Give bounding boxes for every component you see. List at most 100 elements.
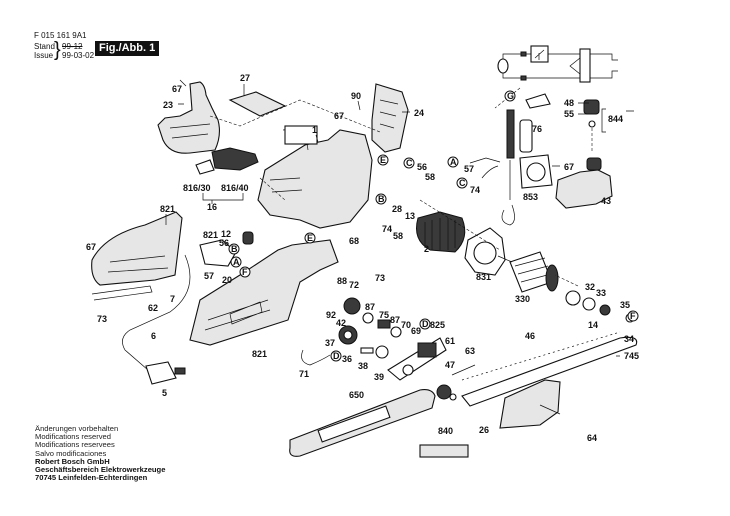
notice-es: Salvo modificaciones bbox=[35, 448, 107, 458]
label-13: 13 bbox=[405, 211, 415, 221]
part-field-coil bbox=[416, 211, 466, 253]
label-69: 69 bbox=[411, 326, 421, 336]
document-number: F 015 161 9A1 bbox=[34, 31, 87, 40]
assembly-lines bbox=[209, 87, 579, 287]
label-58: 58 bbox=[425, 172, 435, 182]
part-front-handle bbox=[371, 83, 409, 153]
label-56: 56 bbox=[417, 162, 427, 172]
label-36: 36 bbox=[342, 354, 352, 364]
label-23: 23 bbox=[163, 100, 173, 110]
part-armature bbox=[497, 251, 559, 293]
label-37: 37 bbox=[325, 338, 335, 348]
part-washer-87b bbox=[390, 326, 402, 338]
label-57: 57 bbox=[464, 164, 474, 174]
part-spring-75 bbox=[377, 319, 391, 329]
label-816-30: 816/30 bbox=[183, 183, 211, 193]
label-35: 35 bbox=[620, 300, 630, 310]
part-pin-38 bbox=[360, 347, 374, 354]
label-24: 24 bbox=[414, 108, 424, 118]
label-71: 71 bbox=[299, 369, 309, 379]
label-745: 745 bbox=[624, 351, 639, 361]
label-46: 46 bbox=[525, 331, 535, 341]
label-87: 87 bbox=[365, 302, 375, 312]
part-nut-35 bbox=[599, 304, 611, 316]
label-58: 58 bbox=[393, 231, 403, 241]
part-side-cover-left bbox=[91, 211, 183, 301]
label-6: 6 bbox=[151, 331, 156, 341]
svg-text:B: B bbox=[231, 244, 238, 254]
label-831: 831 bbox=[476, 272, 491, 282]
label-63: 63 bbox=[465, 346, 475, 356]
label-844: 844 bbox=[608, 114, 623, 124]
label-821: 821 bbox=[252, 349, 267, 359]
label-43: 43 bbox=[601, 196, 611, 206]
label-27: 27 bbox=[240, 73, 250, 83]
ref-marker-A2: A bbox=[230, 256, 242, 268]
part-clutch-detail bbox=[419, 444, 469, 458]
part-motor-housing bbox=[257, 125, 373, 229]
label-32: 32 bbox=[585, 282, 595, 292]
leader-lines bbox=[165, 84, 634, 357]
ref-marker-B2: B bbox=[228, 243, 240, 255]
ref-marker-C2: C bbox=[456, 177, 468, 189]
part-bar-cover bbox=[289, 389, 436, 457]
part-bearing-33 bbox=[582, 297, 596, 311]
label-67: 67 bbox=[334, 111, 344, 121]
footer: Änderungen vorbehalten Modifications res… bbox=[35, 424, 165, 483]
svg-text:D: D bbox=[333, 351, 340, 361]
label-1: 1 bbox=[312, 125, 317, 135]
brace-divider: } bbox=[54, 39, 61, 61]
label-840: 840 bbox=[438, 426, 453, 436]
label-650: 650 bbox=[349, 390, 364, 400]
figure-label: Fig./Abb. 1 bbox=[95, 41, 160, 56]
part-oil-pump bbox=[501, 93, 553, 226]
label-61: 61 bbox=[445, 336, 455, 346]
svg-text:C: C bbox=[459, 178, 466, 188]
label-76: 76 bbox=[532, 124, 542, 134]
svg-text:F: F bbox=[242, 267, 248, 277]
label-39: 39 bbox=[374, 372, 384, 382]
part-bolt-63 bbox=[451, 364, 476, 376]
notice-fr: Modifications reservees bbox=[35, 440, 115, 450]
part-bushing-39 bbox=[375, 345, 389, 359]
label-74: 74 bbox=[382, 224, 392, 234]
ref-marker-F2: F bbox=[627, 310, 639, 322]
label-821: 821 bbox=[160, 204, 175, 214]
label-57: 57 bbox=[204, 271, 214, 281]
company-address: 70745 Leinfelden-Echterdingen bbox=[35, 473, 148, 483]
label-67: 67 bbox=[86, 242, 96, 252]
label-67: 67 bbox=[564, 162, 574, 172]
label-330: 330 bbox=[515, 294, 530, 304]
svg-text:B: B bbox=[378, 194, 385, 204]
issue-label: Issue bbox=[34, 51, 54, 60]
label-67: 67 bbox=[172, 84, 182, 94]
label-5: 5 bbox=[162, 388, 167, 398]
part-oil-tank bbox=[555, 99, 613, 209]
notice-de: Änderungen vorbehalten bbox=[35, 424, 119, 433]
ref-marker-F: F bbox=[239, 266, 251, 278]
ref-marker-A: A bbox=[447, 156, 459, 168]
label-48: 48 bbox=[564, 98, 574, 108]
part-bearing-plate bbox=[464, 227, 506, 276]
label-16: 16 bbox=[207, 202, 217, 212]
label-55: 55 bbox=[564, 109, 574, 119]
part-hose-71 bbox=[301, 349, 331, 366]
label-7: 7 bbox=[170, 294, 175, 304]
company-name: Robert Bosch GmbH bbox=[35, 456, 110, 466]
part-cover bbox=[228, 91, 287, 117]
label-75: 75 bbox=[379, 310, 389, 320]
label-87: 87 bbox=[390, 315, 400, 325]
label-853: 853 bbox=[523, 192, 538, 202]
label-88: 88 bbox=[337, 276, 347, 286]
part-power-cable bbox=[122, 254, 191, 385]
svg-text:E: E bbox=[307, 233, 313, 243]
stand-value: 99-12 bbox=[62, 42, 83, 51]
stand-label: Stand bbox=[34, 42, 55, 51]
label-56: 56 bbox=[219, 238, 229, 248]
svg-text:D: D bbox=[422, 319, 429, 329]
label-14: 14 bbox=[588, 320, 598, 330]
label-825: 825 bbox=[430, 320, 445, 330]
ref-marker-C: C bbox=[403, 157, 415, 169]
label-34: 34 bbox=[624, 334, 634, 344]
